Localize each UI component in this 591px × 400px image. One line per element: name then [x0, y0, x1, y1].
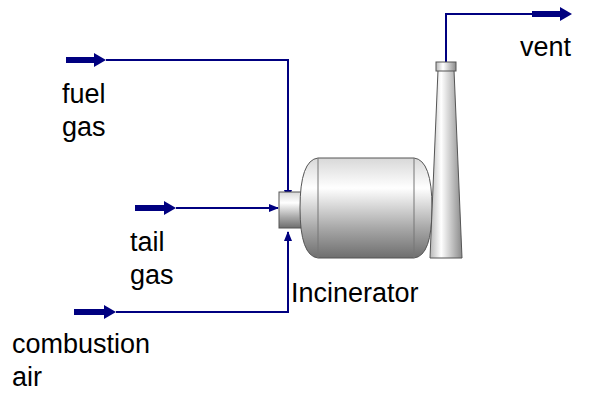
stack: [430, 62, 462, 258]
tail-gas-stream: [135, 201, 278, 215]
unit-name: Incinerator: [291, 277, 419, 310]
stream-label: fuel gas: [62, 78, 106, 144]
incinerator-vessel: [279, 158, 432, 258]
stream-label: tail gas: [130, 226, 174, 292]
incinerator-unit: Incinerator: [279, 150, 469, 315]
stream-label: combustion air: [12, 328, 150, 394]
stream-label: vent: [520, 31, 571, 64]
combustion-air-stream: [74, 232, 288, 319]
